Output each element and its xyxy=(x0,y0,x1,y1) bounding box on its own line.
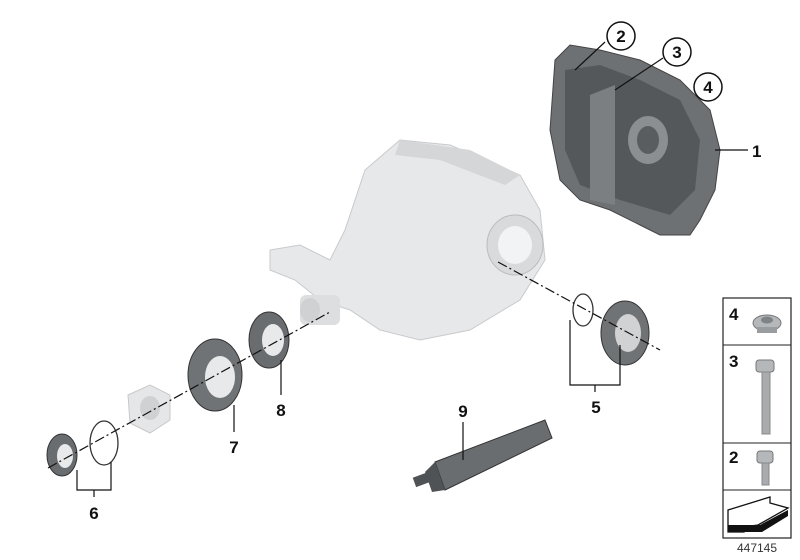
seal-7 xyxy=(187,338,243,412)
screw-plug-icon xyxy=(752,314,782,333)
seal-6 xyxy=(46,420,119,477)
short-bolt-icon xyxy=(756,450,774,486)
panel-label-3: 3 xyxy=(729,352,738,371)
panel-label-2: 2 xyxy=(729,448,738,467)
differential-housing xyxy=(269,139,546,341)
axis-lines xyxy=(47,41,748,497)
seal-5 xyxy=(572,293,650,366)
sealant-tube xyxy=(412,419,553,492)
callout-2: 2 xyxy=(606,21,636,51)
seal-8 xyxy=(248,311,290,369)
callout-5: 5 xyxy=(591,398,600,417)
callout-1: 1 xyxy=(752,142,761,161)
callout-3: 3 xyxy=(662,37,692,67)
reference-number: 447145 xyxy=(737,541,777,555)
callout-7: 7 xyxy=(229,438,238,457)
callout-8: 8 xyxy=(276,401,285,420)
side-panel: 4 3 2 xyxy=(722,297,792,539)
svg-text:3: 3 xyxy=(672,43,681,62)
long-bolt-icon xyxy=(755,359,775,435)
direction-arrow-icon xyxy=(727,496,790,533)
callout-6: 6 xyxy=(89,504,98,523)
panel-label-4: 4 xyxy=(729,305,739,324)
rear-cover xyxy=(549,44,721,236)
callout-9: 9 xyxy=(458,402,467,421)
flange-nut xyxy=(127,384,171,434)
svg-text:2: 2 xyxy=(616,27,625,46)
svg-text:4: 4 xyxy=(703,78,713,97)
callout-4: 4 xyxy=(693,72,723,102)
